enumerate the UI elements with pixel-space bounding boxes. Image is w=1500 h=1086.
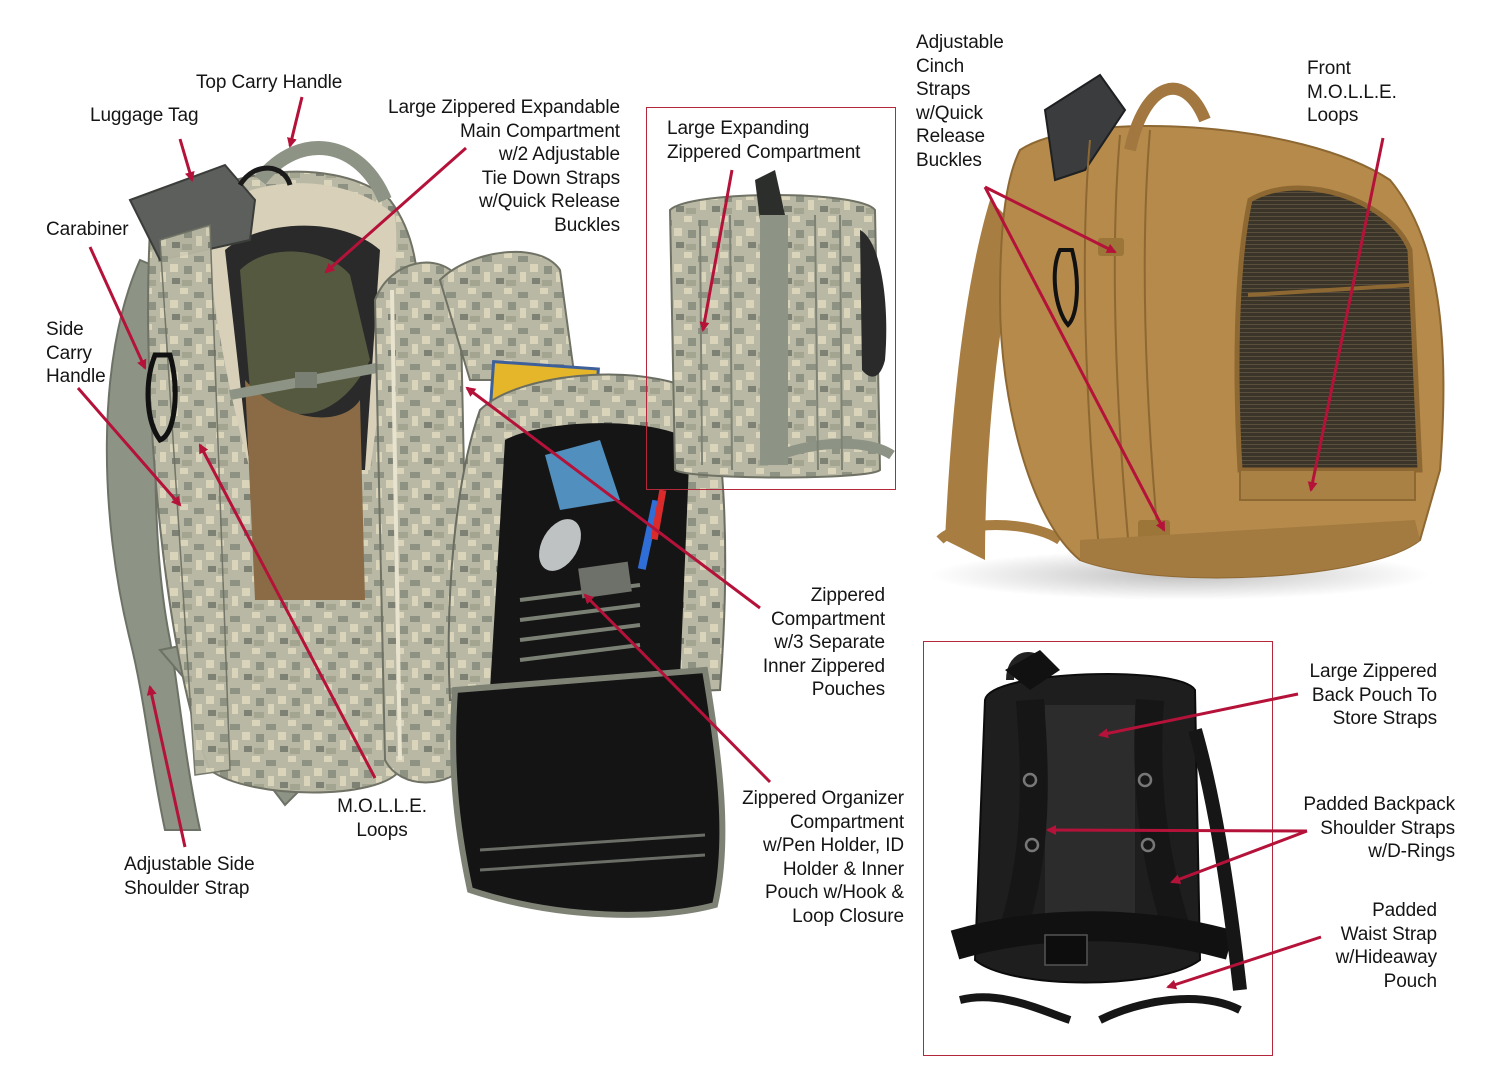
label-zippered-compartment: Zippered Compartment w/3 Separate Inner … (762, 585, 885, 700)
leader-cinch-straps-lower (983, 186, 1166, 532)
label-top-carry-handle: Top Carry Handle (196, 72, 343, 93)
leader-luggage-tag (178, 138, 195, 182)
leader-molle-loops (198, 443, 377, 779)
leader-organizer-compartment (583, 593, 772, 784)
leader-cinch-straps-upper (984, 185, 1117, 254)
label-carabiner: Carabiner (46, 219, 129, 240)
label-molle-loops: M.O.L.L.E. Loops (337, 796, 427, 841)
label-expanding-compartment: Large Expanding Zippered Compartment (667, 118, 861, 163)
leader-expanding-compartment (699, 169, 734, 332)
label-back-pouch: Large Zippered Back Pouch To Store Strap… (1309, 661, 1438, 729)
leader-back-pouch (1098, 692, 1299, 739)
black-backpack-back (950, 650, 1247, 1024)
label-cinch-straps: Adjustable Cinch Straps w/Quick Release … (916, 32, 1004, 171)
camo-backpack-side (668, 170, 895, 479)
leader-side-carry-handle (76, 387, 182, 507)
coyote-backpack-front (930, 73, 1445, 600)
camo-backpack-open (105, 141, 727, 918)
leader-side-shoulder-strap (146, 685, 187, 848)
leader-main-compartment (324, 146, 467, 274)
label-front-molle: Front M.O.L.L.E. Loops (1307, 58, 1397, 126)
label-shoulder-straps: Padded Backpack Shoulder Straps w/D-Ring… (1303, 794, 1455, 862)
leader-top-carry-handle (287, 96, 304, 148)
side-view-inset-frame (646, 107, 896, 490)
leader-waist-strap (1166, 935, 1322, 990)
back-view-inset-frame (923, 641, 1273, 1056)
label-side-carry-handle: Side Carry Handle (46, 319, 106, 387)
label-main-compartment: Large Zippered Expandable Main Compartme… (387, 97, 620, 236)
leader-carabiner (88, 246, 147, 370)
label-waist-strap: Padded Waist Strap w/Hideaway Pouch (1335, 900, 1438, 992)
leader-zippered-compartment (465, 386, 761, 610)
leader-shoulder-straps-left (1046, 825, 1308, 836)
leader-shoulder-straps-right (1170, 829, 1308, 884)
label-luggage-tag: Luggage Tag (90, 105, 199, 126)
leader-front-molle (1307, 137, 1385, 492)
label-side-shoulder-strap: Adjustable Side Shoulder Strap (124, 854, 255, 899)
label-organizer-compartment: Zippered Organizer Compartment w/Pen Hol… (742, 788, 904, 927)
